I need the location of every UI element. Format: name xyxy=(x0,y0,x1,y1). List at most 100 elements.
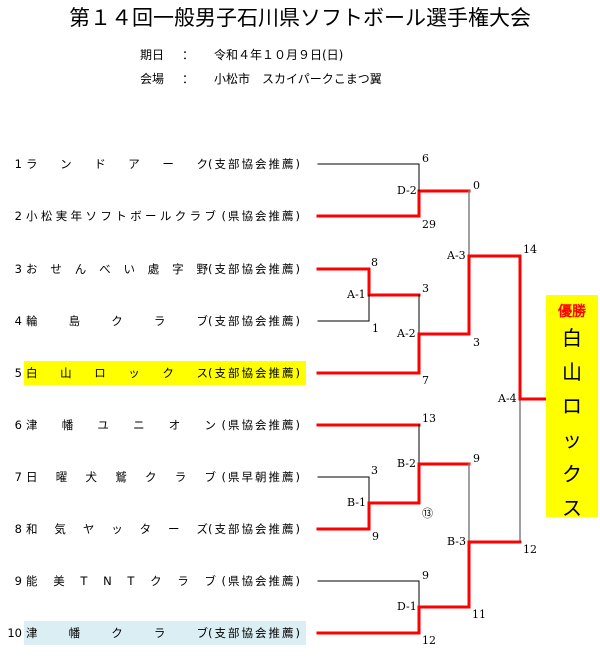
match-label-b3: B-3 xyxy=(447,535,467,548)
date-label: 期日 xyxy=(140,48,165,62)
match-label-a2: A-2 xyxy=(397,327,416,340)
venue-label: 会場 xyxy=(140,72,165,86)
recommendation: (県協会推薦) xyxy=(221,418,302,432)
score-a1-top: 8 xyxy=(371,256,378,269)
team-name-char: 能 xyxy=(26,574,38,588)
score-b2-bottom: ⑬ xyxy=(422,507,433,520)
match-label-a1: A-1 xyxy=(347,288,366,301)
recommendation: (支部協会推薦) xyxy=(208,157,302,171)
team-name-char: フ xyxy=(100,209,112,223)
team-name-char: タ xyxy=(139,522,152,536)
team-name-char: ラ xyxy=(174,470,187,484)
team-name-char: ん xyxy=(74,262,87,276)
team-name-char: ソ xyxy=(85,209,98,223)
team-name-char: ア xyxy=(128,157,140,171)
score-b1-top: 3 xyxy=(371,464,378,477)
score-a2-bottom: 7 xyxy=(422,374,429,387)
team-name-char: ー xyxy=(168,522,180,536)
team-name-char: 鷲 xyxy=(115,470,127,484)
score-d1-top: 9 xyxy=(422,569,429,582)
team-name-char: 松 xyxy=(40,209,53,223)
team-name: 白山ロックス(支部協会推薦) xyxy=(24,361,306,385)
team-row: 3 おせんべい處字野(支部協会推薦) xyxy=(0,257,310,281)
team-name: ランドアーク(支部協会推薦) xyxy=(24,152,306,176)
team-number: 3 xyxy=(14,262,22,276)
venue-separator: ： xyxy=(182,72,195,86)
team-number: 7 xyxy=(14,470,22,484)
score-a4-top: 14 xyxy=(523,243,537,256)
date-separator: ： xyxy=(182,48,195,62)
team-number: 1 xyxy=(14,157,22,171)
page-title: 第１４回一般男子石川県ソフトボール選手権大会 xyxy=(69,6,531,30)
team-name-char: ス xyxy=(196,366,208,380)
team-name-char: 山 xyxy=(60,366,72,380)
score-a4-bottom: 12 xyxy=(523,543,537,556)
recommendation: (県協会推薦) xyxy=(221,209,302,223)
team-name-chars: おせんべい處字野 xyxy=(26,257,208,281)
team-name-chars: 津幡ユニオン xyxy=(26,413,216,437)
score-a1-bottom: 1 xyxy=(372,322,379,335)
team-name: 輪島クラブ(支部協会推薦) xyxy=(24,309,306,333)
score-b2-top: 13 xyxy=(422,412,436,425)
recommendation: (県協会推薦) xyxy=(221,574,302,588)
team-name-char: オ xyxy=(168,418,181,432)
team-name-char: ブ xyxy=(204,209,217,223)
team-name-char: 年 xyxy=(70,209,83,223)
team-name-char: ラ xyxy=(153,314,166,328)
score-d1-bottom: 12 xyxy=(422,634,436,647)
team-name-char: い xyxy=(123,262,135,276)
team-name-char: ク xyxy=(145,470,157,484)
team-name: 津幡クラブ(支部協会推薦) xyxy=(24,621,306,645)
team-number: 4 xyxy=(14,314,22,328)
team-name-char: N xyxy=(103,574,112,588)
date-value: 令和４年１０月９日(日) xyxy=(214,48,344,62)
team-name-char: ラ xyxy=(177,574,189,588)
team-number: 9 xyxy=(14,574,22,588)
recommendation: (支部協会推薦) xyxy=(208,314,302,328)
champion-char: ッ xyxy=(562,428,582,452)
team-name-char: ニ xyxy=(133,418,145,432)
team-name-char: ラ xyxy=(26,157,38,171)
team-name-char: ク xyxy=(174,209,187,223)
champion-heading: 優勝 xyxy=(558,304,586,320)
champion-char: ロ xyxy=(562,394,582,418)
match-label-a3: A-3 xyxy=(447,249,466,262)
team-name: 和気ヤッターズ(支部協会推薦) xyxy=(24,517,306,541)
team-name-char: 小 xyxy=(26,209,38,223)
team-name-char: 處 xyxy=(147,262,160,276)
team-name-char: 曜 xyxy=(55,470,68,484)
score-b3-top: 9 xyxy=(473,452,480,465)
team-name-chars: 白山ロックス xyxy=(26,361,208,385)
match-label-d2: D-2 xyxy=(397,184,417,197)
team-name-char: 美 xyxy=(53,574,65,588)
team-name-char: ユ xyxy=(97,418,109,432)
team-name-char: ク xyxy=(111,314,123,328)
team-name-char: 犬 xyxy=(85,470,98,484)
team-name-char: 日 xyxy=(26,470,38,484)
team-name-char: ー xyxy=(162,157,174,171)
recommendation: (支部協会推薦) xyxy=(208,262,302,276)
team-name-char: ン xyxy=(204,418,216,432)
team-name: 日曜犬鷲クラブ(県早朝推薦) xyxy=(24,465,306,489)
team-name-char: ク xyxy=(150,574,162,588)
team-name-char: ク xyxy=(196,157,208,171)
team-name-char: ク xyxy=(162,366,174,380)
team-name-char: 野 xyxy=(196,262,209,276)
team-name-chars: ランドアーク xyxy=(26,152,208,176)
team-name-char: 幡 xyxy=(61,418,74,432)
team-name-char: せ xyxy=(50,262,62,276)
team-name-char: 島 xyxy=(68,314,81,328)
team-name-char: ブ xyxy=(204,574,216,588)
champion-char: ス xyxy=(562,496,582,520)
team-name-char: ド xyxy=(94,157,106,171)
team-name-char: ズ xyxy=(196,522,208,536)
